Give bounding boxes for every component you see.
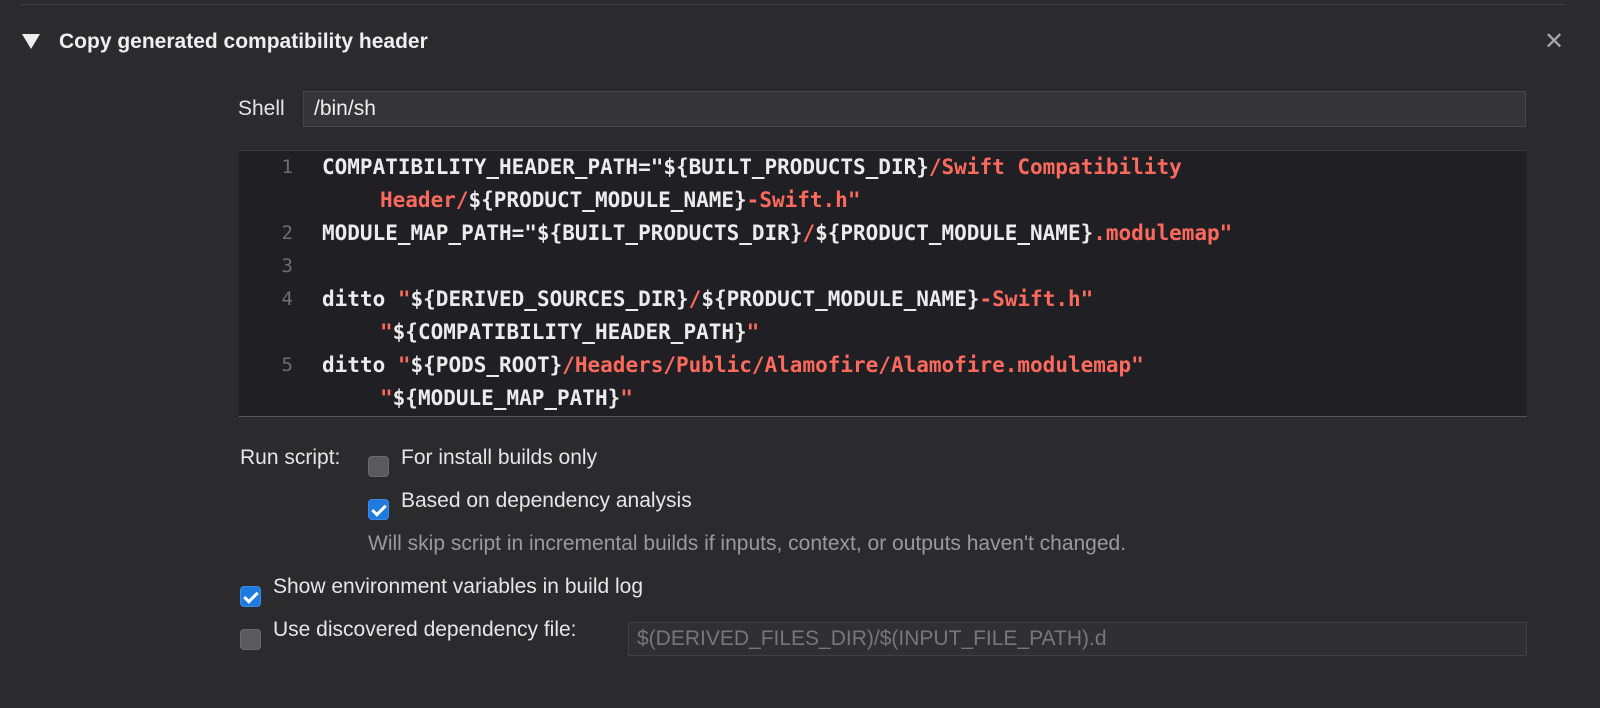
string-token: /Headers/Public/Alamofire/Alamofire.modu…: [562, 353, 1144, 377]
code-token: ditto: [322, 287, 398, 311]
close-icon[interactable]: ✕: [1543, 28, 1565, 55]
code-token: ditto: [322, 353, 398, 377]
install-builds-only-label[interactable]: For install builds only: [401, 446, 598, 469]
discovered-dep-file-label[interactable]: Use discovered dependency file:: [273, 618, 577, 641]
shell-input[interactable]: [303, 91, 1526, 127]
phase-title[interactable]: Copy generated compatibility header: [59, 30, 428, 53]
code-text: ditto "${PODS_ROOT}/Headers/Public/Alamo…: [293, 349, 1527, 415]
code-token: ${PRODUCT_MODULE_NAME}: [815, 221, 1094, 245]
dependency-analysis-hint: Will skip script in incremental builds i…: [368, 532, 1127, 555]
line-number: 3: [281, 255, 293, 277]
code-line[interactable]: 1 COMPATIBILITY_HEADER_PATH="${BUILT_PROD…: [239, 151, 1527, 217]
install-builds-only-checkbox[interactable]: [368, 456, 389, 477]
code-token: ${MODULE_MAP_PATH}: [392, 386, 621, 410]
code-token: ${COMPATIBILITY_HEADER_PATH}: [392, 320, 747, 344]
top-divider: [20, 4, 1566, 5]
string-token: ": [746, 320, 760, 344]
script-editor[interactable]: 1 COMPATIBILITY_HEADER_PATH="${BUILT_PROD…: [239, 150, 1527, 417]
wrapped-line-continuation: Header/${PRODUCT_MODULE_NAME}-Swift.h": [322, 184, 1507, 217]
run-script-label: Run script:: [240, 446, 341, 469]
show-env-vars-checkbox[interactable]: [240, 586, 261, 607]
string-token: ": [397, 353, 411, 377]
show-env-vars-label[interactable]: Show environment variables in build log: [273, 575, 644, 598]
string-token: .modulemap": [1093, 221, 1233, 245]
code-text: [293, 250, 1527, 283]
line-number: 1: [281, 156, 293, 178]
line-number: 2: [281, 222, 293, 244]
code-token: ${PODS_ROOT}: [410, 353, 563, 377]
shell-label: Shell: [238, 97, 285, 120]
string-token: /: [688, 287, 702, 311]
code-text: MODULE_MAP_PATH="${BUILT_PRODUCTS_DIR}/$…: [293, 217, 1527, 250]
string-token: Header/: [380, 188, 469, 212]
code-token: ${PRODUCT_MODULE_NAME}: [701, 287, 980, 311]
code-token: COMPATIBILITY_HEADER_PATH="${BUILT_PRODU…: [322, 155, 929, 179]
code-token: ${PRODUCT_MODULE_NAME}: [468, 188, 747, 212]
string-token: /Swift Compatibility: [928, 155, 1182, 179]
string-token: ": [380, 386, 393, 410]
code-line[interactable]: 3: [239, 250, 1527, 283]
code-text: ditto "${DERIVED_SOURCES_DIR}/${PRODUCT_…: [293, 283, 1527, 349]
line-number: 5: [281, 354, 293, 376]
wrapped-line-continuation: "${COMPATIBILITY_HEADER_PATH}": [322, 316, 1507, 349]
string-token: -Swift.h": [979, 287, 1094, 311]
dependency-analysis-label[interactable]: Based on dependency analysis: [401, 489, 692, 512]
dependency-file-input[interactable]: [628, 622, 1527, 656]
string-token: ": [380, 320, 393, 344]
string-token: /: [802, 221, 816, 245]
wrapped-line-continuation: "${MODULE_MAP_PATH}": [322, 382, 1507, 415]
build-phase-header: Copy generated compatibility header ✕: [22, 24, 1566, 64]
string-token: ": [620, 386, 633, 410]
string-token: -Swift.h": [746, 188, 861, 212]
code-token: MODULE_MAP_PATH="${BUILT_PRODUCTS_DIR}: [322, 221, 803, 245]
code-text: COMPATIBILITY_HEADER_PATH="${BUILT_PRODU…: [293, 151, 1527, 217]
dependency-analysis-checkbox[interactable]: [368, 499, 389, 520]
discovered-dep-file-checkbox[interactable]: [240, 629, 261, 650]
triangle-down-icon[interactable]: [22, 34, 40, 49]
code-token: ${DERIVED_SOURCES_DIR}: [410, 287, 689, 311]
line-number: 4: [281, 288, 293, 310]
string-token: ": [397, 287, 411, 311]
